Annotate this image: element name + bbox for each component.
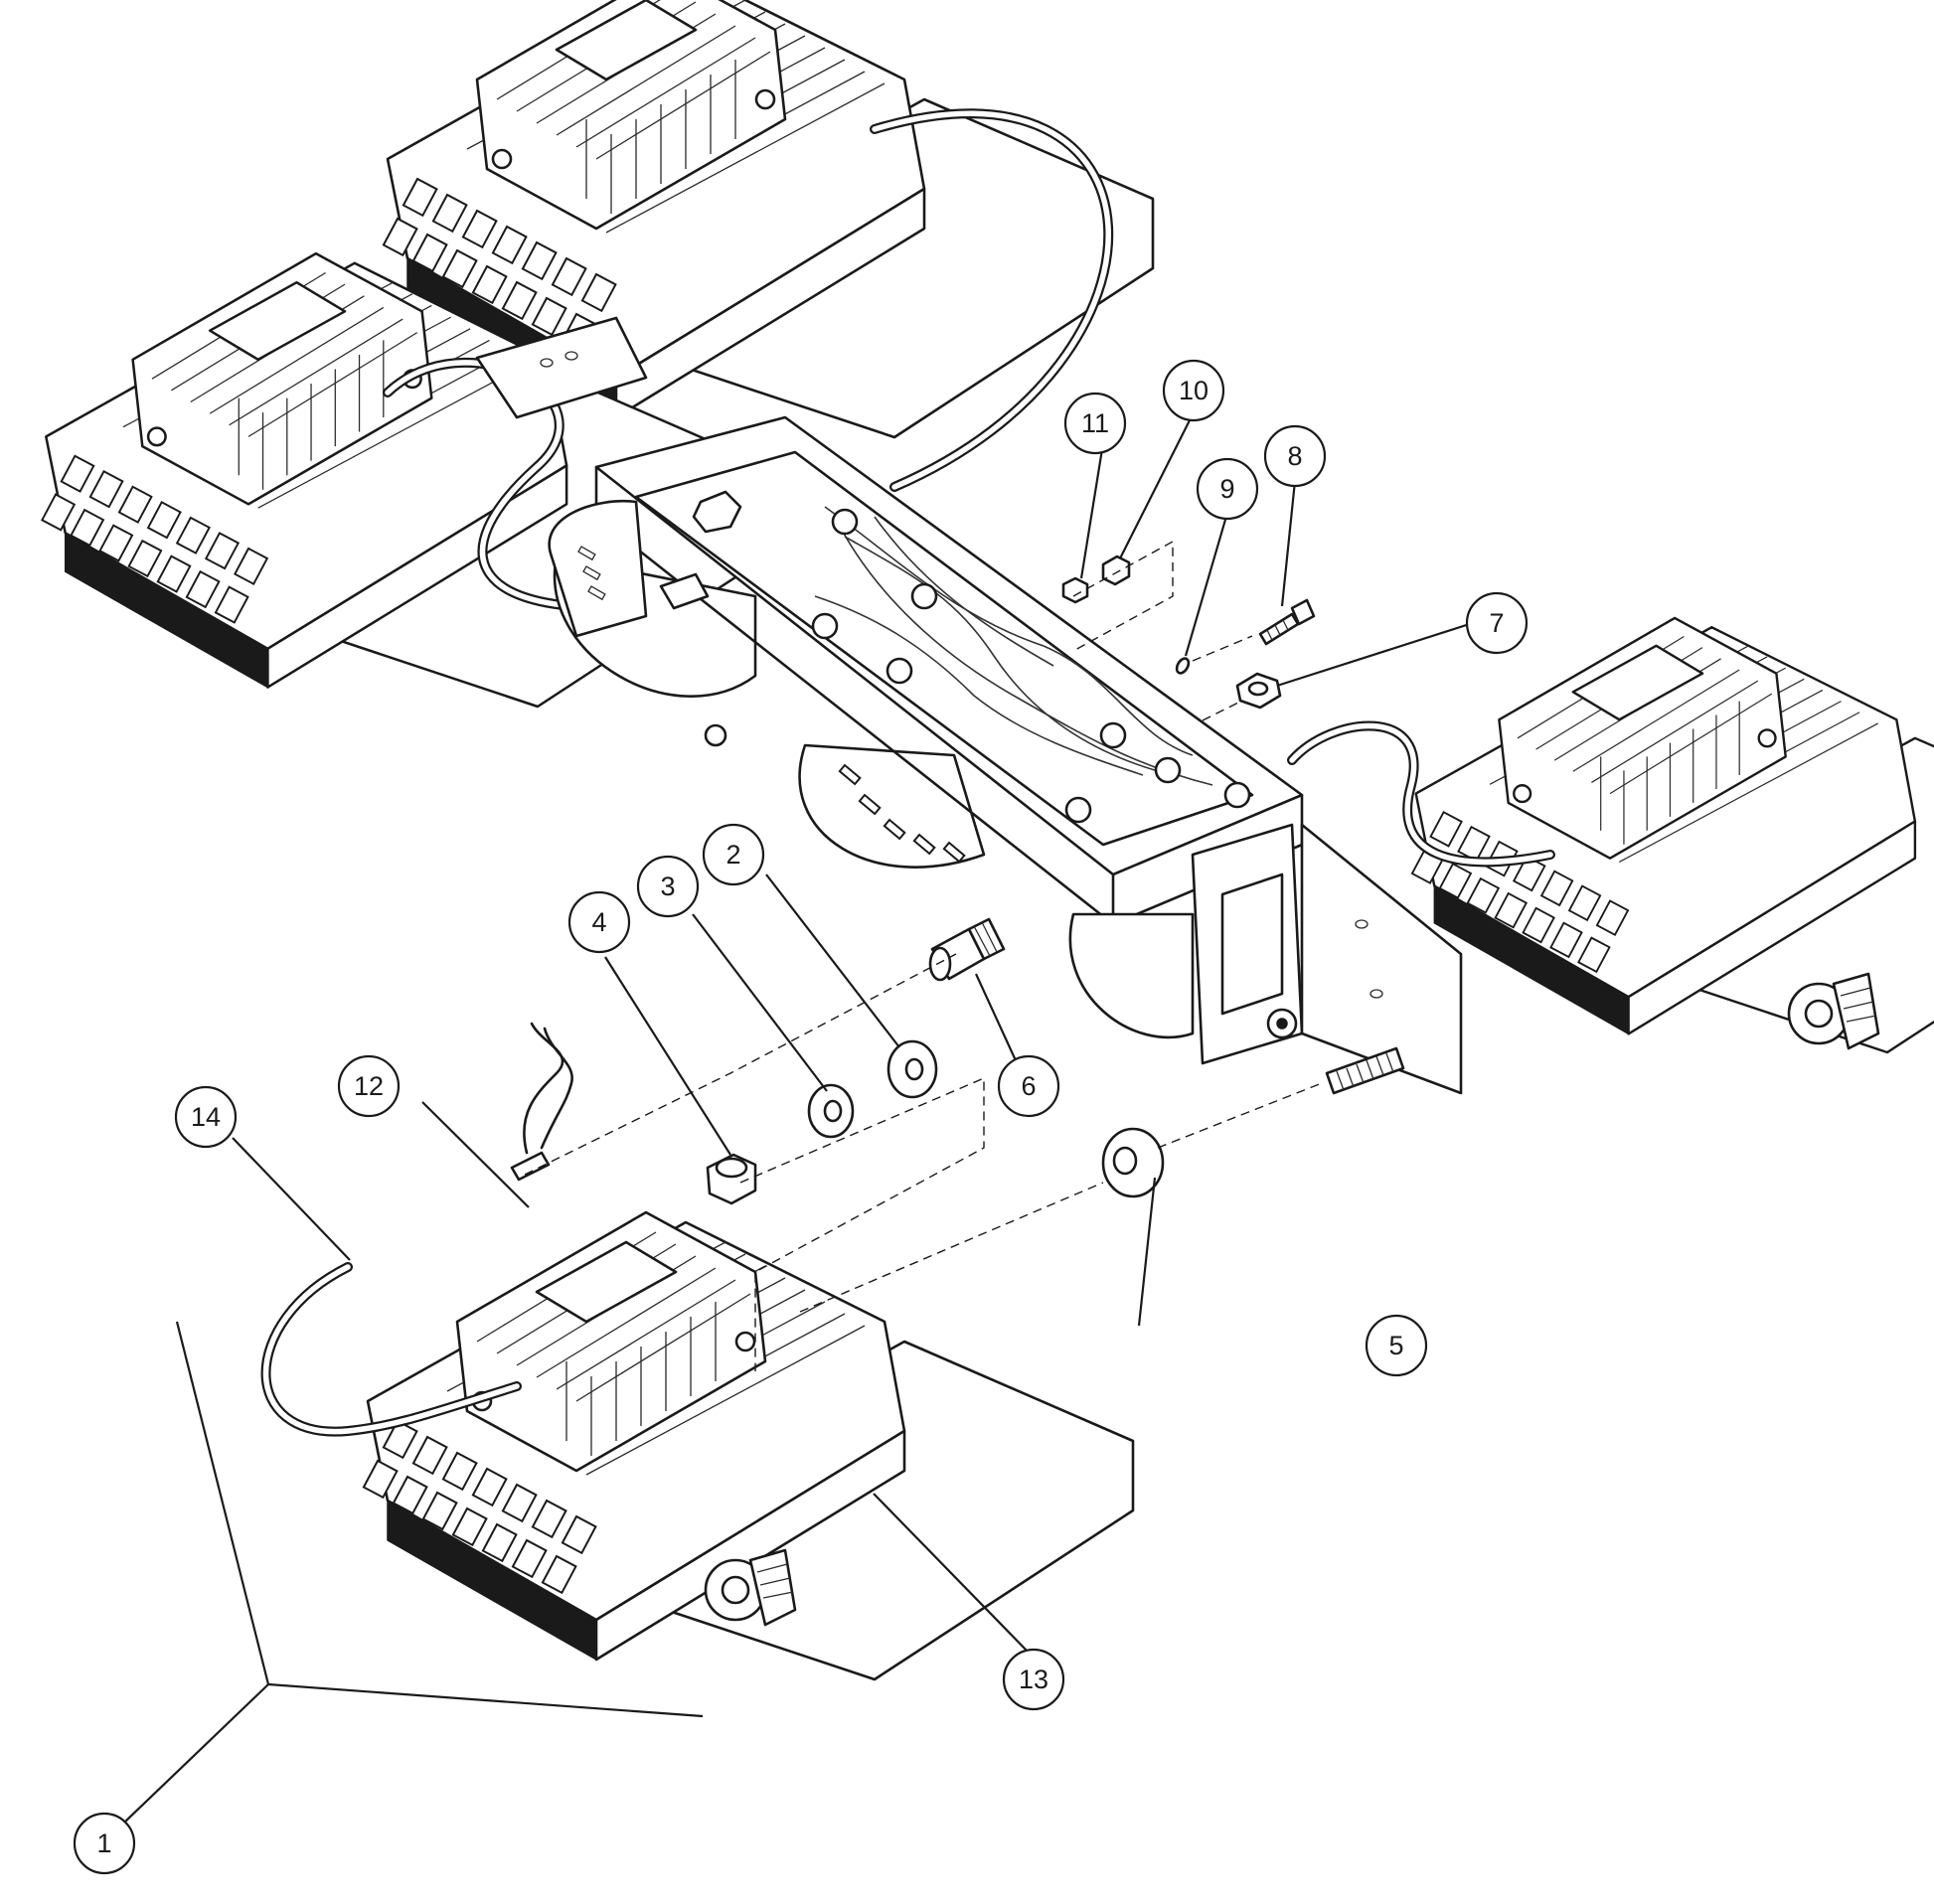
washer-small-part [807,1083,855,1139]
callout-6: 6 [997,1054,1060,1118]
callout-7: 7 [1465,591,1529,655]
fixture-cables [260,108,1555,1437]
callout-2: 2 [702,823,765,886]
callout-13: 13 [1002,1648,1065,1711]
axis-lines [123,1321,704,1824]
callout-8: 8 [1263,424,1327,488]
callout-4: 4 [567,890,631,954]
callout-1: 1 [73,1812,136,1875]
spacer-part [1101,1127,1165,1198]
hex-nut-part [1235,672,1282,710]
callout-10-label: 10 [1179,376,1209,405]
callout-2-label: 2 [725,840,740,870]
callout-7-label: 7 [1489,608,1504,638]
cable-gland-part [928,917,1006,982]
loose-hardware [510,555,1316,1205]
callout-1-label: 1 [96,1828,111,1858]
callout-9: 9 [1196,457,1259,521]
callout-3-label: 3 [660,872,675,901]
callout-5-label: 5 [1388,1331,1403,1360]
callout-12: 12 [337,1054,401,1118]
leader-lines [232,413,1480,1656]
callout-14: 14 [174,1085,238,1149]
callout-6-label: 6 [1021,1071,1036,1101]
small-nut-part [1101,555,1131,586]
fixture-right [1410,616,1934,1054]
small-nut-2-part [1061,576,1089,604]
callout-14-label: 14 [191,1102,221,1132]
lock-washer-part [1175,657,1191,675]
central-frame [475,316,1463,1095]
callout-8-label: 8 [1287,441,1302,471]
bolt-part [1258,598,1316,646]
callout-11-label: 11 [1081,408,1109,438]
callout-4-label: 4 [591,907,606,937]
callout-9-label: 9 [1219,474,1234,504]
callout-10: 10 [1162,359,1225,422]
washer-large-part [886,1039,938,1099]
callout-13-label: 13 [1019,1665,1048,1694]
callout-5: 5 [1365,1314,1428,1377]
callout-11: 11 [1063,392,1127,455]
lock-nut-part [706,1153,757,1205]
fixture-front [362,1210,1135,1681]
assembly-lines [524,540,1323,1371]
callout-12-label: 12 [354,1071,384,1101]
callout-3: 3 [636,855,700,918]
